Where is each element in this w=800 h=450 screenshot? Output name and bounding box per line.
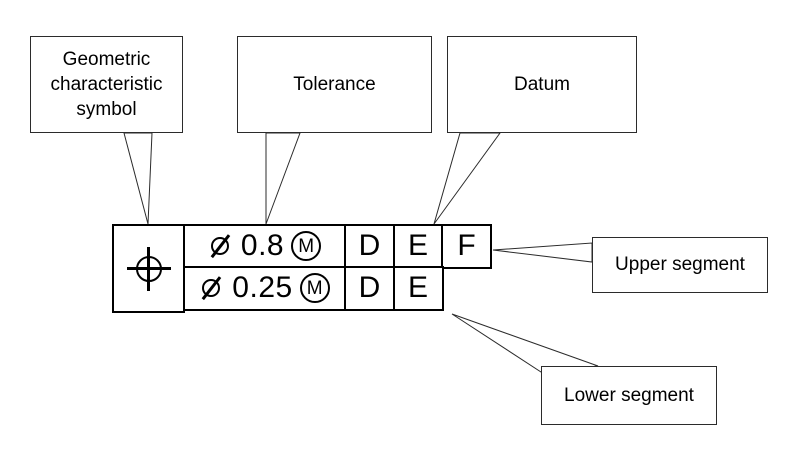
lower-segment-row: 0.25 M D E <box>182 266 490 314</box>
callout-upper-segment-label: Upper segment <box>615 254 745 276</box>
diameter-icon-circle <box>210 237 229 256</box>
callout-tolerance: Tolerance <box>237 36 432 133</box>
lower-datum-cell-primary: D <box>344 266 395 311</box>
diameter-icon-circle <box>202 279 221 298</box>
callout-symbol-line-3: symbol <box>76 99 137 121</box>
leader-lower-segment <box>451 313 599 373</box>
diameter-icon <box>208 231 234 261</box>
callout-geometric-characteristic-symbol: Geometric characteristic symbol <box>30 36 183 133</box>
feature-control-frame: 0.8 M D E F 0.25 M <box>112 224 492 314</box>
upper-datum-cell-tertiary: F <box>441 224 492 269</box>
mmc-modifier-icon: M <box>291 231 322 262</box>
lower-tolerance-cell: 0.25 M <box>182 266 347 311</box>
characteristic-symbol-cell <box>112 224 185 313</box>
lower-tolerance-value: 0.25 <box>232 271 293 305</box>
feature-control-frame-rows: 0.8 M D E F 0.25 M <box>182 224 492 314</box>
diameter-icon <box>199 273 225 303</box>
leader-tolerance <box>265 132 301 225</box>
lower-row-empty-slot <box>441 269 488 314</box>
upper-tolerance-value: 0.8 <box>240 229 285 263</box>
callout-symbol-line-1: Geometric <box>62 48 151 70</box>
callout-datum-label: Datum <box>514 73 570 95</box>
upper-tolerance-cell: 0.8 M <box>182 224 347 269</box>
callout-lower-segment: Lower segment <box>541 366 717 425</box>
callout-datum: Datum <box>447 36 637 133</box>
mmc-modifier-icon: M <box>299 273 330 304</box>
leader-upper-segment <box>492 242 593 263</box>
lower-datum-cell-secondary: E <box>392 266 444 311</box>
leader-datum <box>433 132 501 225</box>
upper-segment-row: 0.8 M D E F <box>182 224 492 269</box>
callout-tolerance-label: Tolerance <box>293 73 376 95</box>
callout-lower-segment-label: Lower segment <box>564 384 694 406</box>
position-symbol-icon <box>126 246 172 292</box>
callout-symbol-line-2: characteristic <box>50 73 163 95</box>
callout-upper-segment: Upper segment <box>592 237 768 293</box>
upper-datum-cell-primary: D <box>344 224 395 269</box>
upper-datum-cell-secondary: E <box>392 224 444 269</box>
position-symbol-vertical-line <box>147 246 150 291</box>
leader-symbol <box>123 132 153 225</box>
